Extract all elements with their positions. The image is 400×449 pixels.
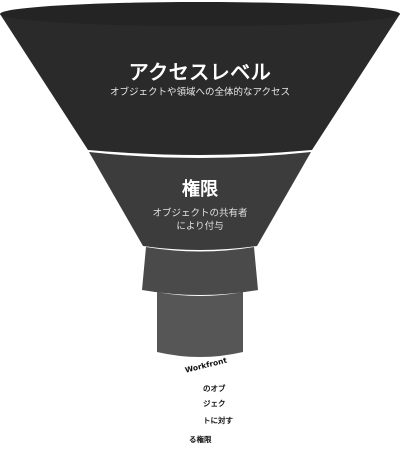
permissions-subtitle: オブジェクトの共有者 により付与 xyxy=(0,207,400,233)
funnel-top-rim xyxy=(0,2,400,26)
permissions-title: 権限 xyxy=(182,179,218,200)
access-level-subtitle: オブジェクトや領域への全体的なアクセス xyxy=(109,87,291,98)
bottom-caption-line4: トに対す xyxy=(203,416,233,425)
funnel-middle-section xyxy=(89,152,311,250)
bottom-caption-line5: る権限 xyxy=(189,435,212,444)
funnel-top-section xyxy=(0,14,400,155)
bottom-caption-line2: のオブ xyxy=(203,384,226,393)
bottom-caption-line3: ジェク xyxy=(203,399,226,408)
funnel-spout-upper xyxy=(142,247,258,295)
permissions-subtitle-line1: オブジェクトの共有者 xyxy=(152,208,248,219)
funnel-spout-lower xyxy=(157,292,243,357)
access-level-title: アクセスレベル xyxy=(128,60,272,84)
permissions-subtitle-line2: により付与 xyxy=(176,221,224,232)
